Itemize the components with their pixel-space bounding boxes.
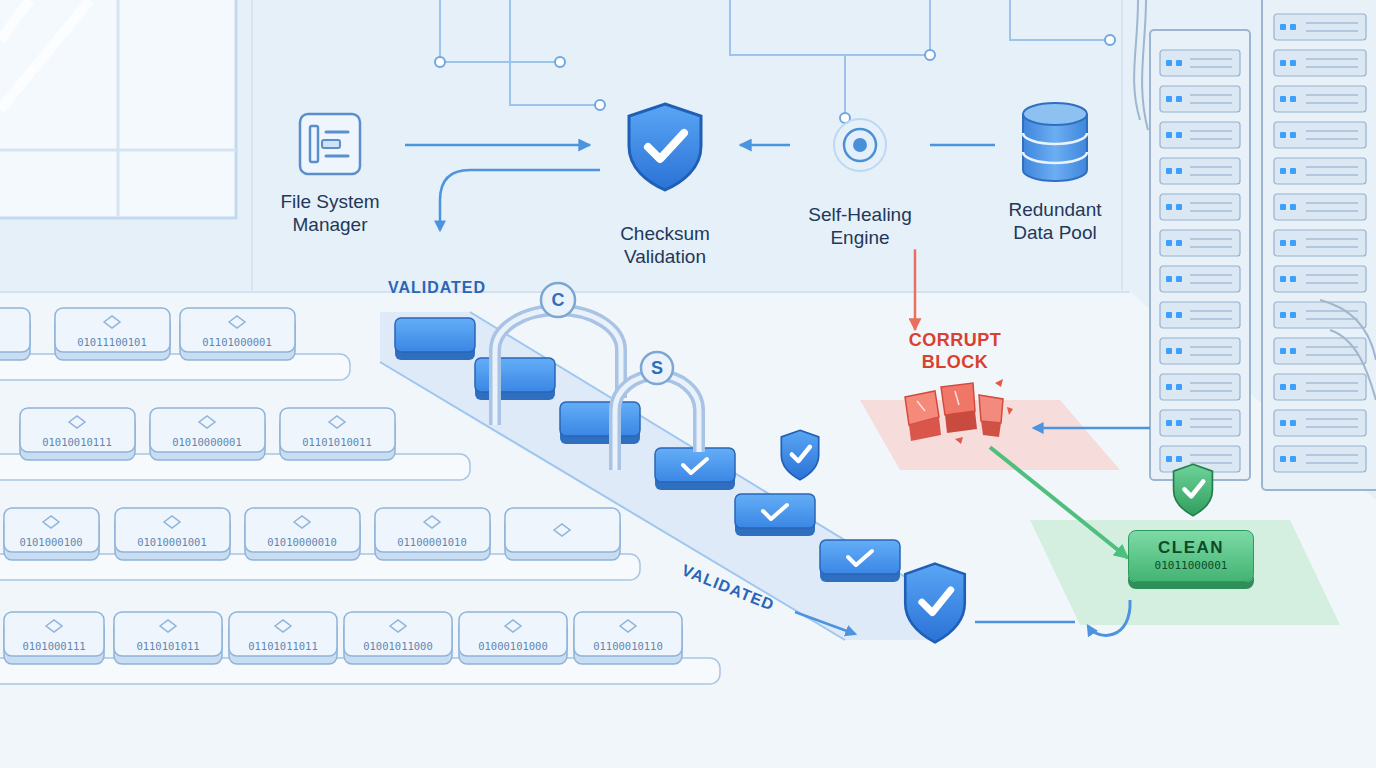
binary-code: 0110101011	[136, 640, 199, 652]
connector	[914, 249, 917, 330]
clean-block: CLEAN01011000001	[1128, 530, 1254, 582]
binary-code-holder: 0110101011	[136, 636, 199, 654]
binary-code: 01011000001	[1133, 558, 1249, 573]
binary-code: 0101000111	[22, 640, 85, 652]
corrupt-block: CORRUPT BLOCK	[895, 330, 1015, 447]
binary-code-holder: 01001011000	[363, 636, 433, 654]
binary-code-holder: 01010001001	[137, 532, 207, 550]
binary-code: 01011100101	[77, 336, 147, 348]
flow-label: VALIDATED	[388, 279, 486, 296]
binary-code-holder: 01010000010	[267, 532, 337, 550]
gate-letter: S	[651, 358, 663, 378]
binary-code-holder: 01011100101	[77, 332, 147, 350]
node-label: File System Manager	[255, 190, 405, 236]
binary-code-holder: 0101000111	[22, 636, 85, 654]
connector	[405, 144, 590, 147]
icon-symbol	[255, 112, 405, 176]
binary-code: 01010001001	[137, 536, 207, 548]
binary-code: 01101011011	[248, 640, 318, 652]
flow-label: VALIDATED	[679, 561, 776, 614]
file-system-manager: File System Manager	[255, 112, 405, 236]
binary-code: 01101010011	[302, 436, 372, 448]
connector	[930, 144, 995, 147]
flow-label-holder: VALIDATED	[388, 279, 486, 297]
binary-code-holder: 01100010110	[593, 636, 663, 654]
shield-symbol	[590, 100, 740, 192]
node-label: Self-Healing Engine	[790, 203, 930, 249]
binary-code-holder: 0101000100	[19, 532, 82, 550]
self-healing-engine: Self-Healing Engine	[790, 117, 930, 249]
binary-code-holder: 01000101000	[478, 636, 548, 654]
status-label: CORRUPT BLOCK	[895, 330, 1015, 373]
node-label: Checksum Validation	[590, 222, 740, 268]
binary-code: 01101000001	[202, 336, 272, 348]
connector	[740, 144, 790, 147]
gate-letter-holder: C	[552, 290, 565, 311]
binary-code-holder: 01101011011	[248, 636, 318, 654]
binary-code: 01000101000	[478, 640, 548, 652]
flow-label-holder: VALIDATED	[679, 561, 777, 614]
binary-code-holder: 01101000001	[202, 332, 272, 350]
gear-symbol	[790, 117, 930, 173]
gate-letter-holder: S	[651, 358, 663, 379]
binary-code: 01100001010	[397, 536, 467, 548]
gate-letter: C	[552, 290, 565, 310]
binary-code-holder: 01010000001	[172, 432, 242, 450]
redundant-data-pool: Redundant Data Pool	[995, 100, 1115, 244]
binary-code-holder: 01100001010	[397, 532, 467, 550]
connector	[990, 447, 1128, 558]
binary-code: 01010000010	[267, 536, 337, 548]
binary-code: 01010000001	[172, 436, 242, 448]
node-label: Redundant Data Pool	[995, 198, 1115, 244]
binary-code: 01010010111	[42, 436, 112, 448]
checksum-validation: Checksum Validation	[590, 100, 740, 268]
db-symbol	[995, 100, 1115, 184]
binary-code-holder: 01101010011	[302, 432, 372, 450]
status-label: CLEAN	[1133, 538, 1249, 558]
binary-code: 0101000100	[19, 536, 82, 548]
broken-symbol	[895, 377, 1015, 447]
binary-code: 01001011000	[363, 640, 433, 652]
binary-code: 01100010110	[593, 640, 663, 652]
binary-code-holder: 01010010111	[42, 432, 112, 450]
